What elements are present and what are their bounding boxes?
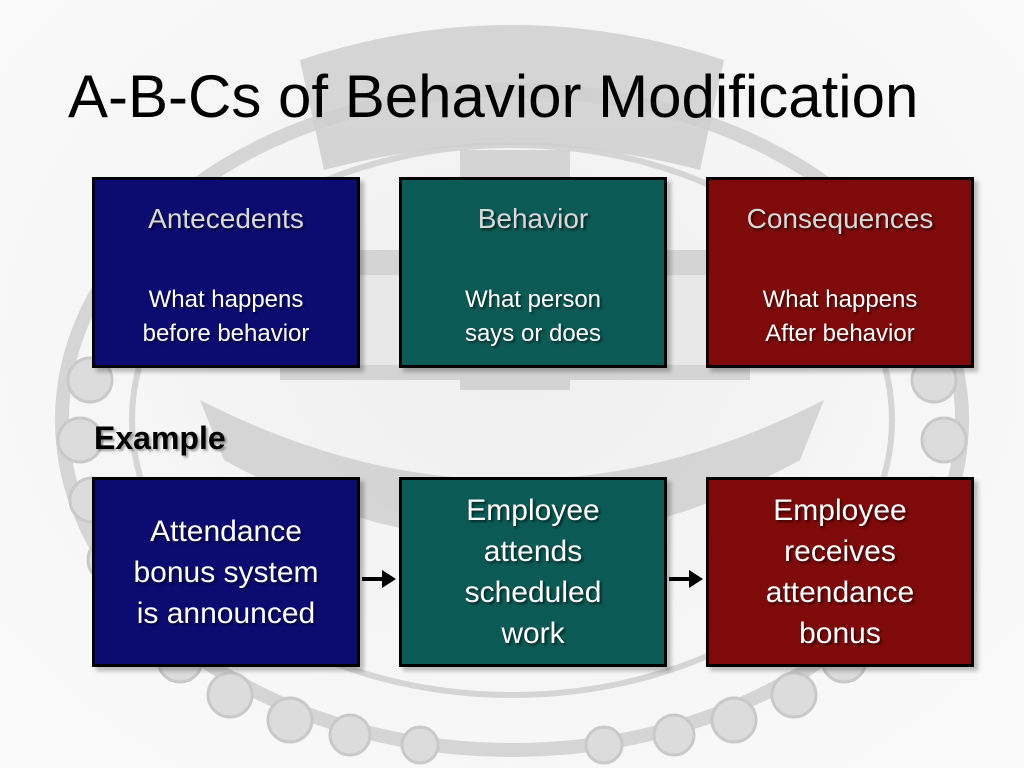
right-arrow-icon [669,570,703,588]
example-consequence-line: receives [784,535,896,568]
antecedents-description-line: What happens [148,286,304,313]
example-consequence-line: Employee [773,494,907,527]
behavior-box: Behavior What person says or does [399,177,667,368]
behavior-description-line: What person [464,286,602,313]
behavior-description-line: says or does [464,320,602,347]
antecedents-box: Antecedents What happens before behavior [92,177,360,368]
antecedents-heading: Antecedents [148,203,304,234]
slide-title: A-B-Cs of Behavior Modification [68,63,919,130]
example-antecedent-text: Attendance bonus system is announced [123,511,328,634]
example-behavior-text: Employee attends scheduled work [455,490,612,654]
consequences-description-line: What happens [762,286,918,313]
example-antecedent-line: is announced [136,596,316,630]
example-consequence-line: attendance [765,576,915,609]
example-label: Example [94,420,226,456]
example-antecedent-box: Attendance bonus system is announced [92,477,360,667]
example-behavior-line: scheduled [464,576,602,609]
example-behavior-line: Employee [466,494,600,527]
consequences-description: What happens After behavior [709,283,971,351]
consequences-description-line: After behavior [765,320,915,347]
example-behavior-line: attends [483,535,583,568]
example-consequence-line: bonus [799,617,881,650]
example-antecedent-line: Attendance [150,514,302,548]
example-behavior-line: work [501,617,565,650]
consequences-heading: Consequences [746,203,934,234]
example-consequence-text: Employee receives attendance bonus [756,490,924,654]
behavior-heading: Behavior [477,203,589,234]
consequences-box: Consequences What happens After behavior [706,177,974,368]
example-antecedent-line: bonus system [133,555,319,589]
behavior-description: What person says or does [402,283,664,351]
example-consequence-box: Employee receives attendance bonus [706,477,974,667]
antecedents-description: What happens before behavior [95,283,357,351]
example-behavior-box: Employee attends scheduled work [399,477,667,667]
antecedents-description-line: before behavior [142,320,310,347]
right-arrow-icon [362,570,396,588]
